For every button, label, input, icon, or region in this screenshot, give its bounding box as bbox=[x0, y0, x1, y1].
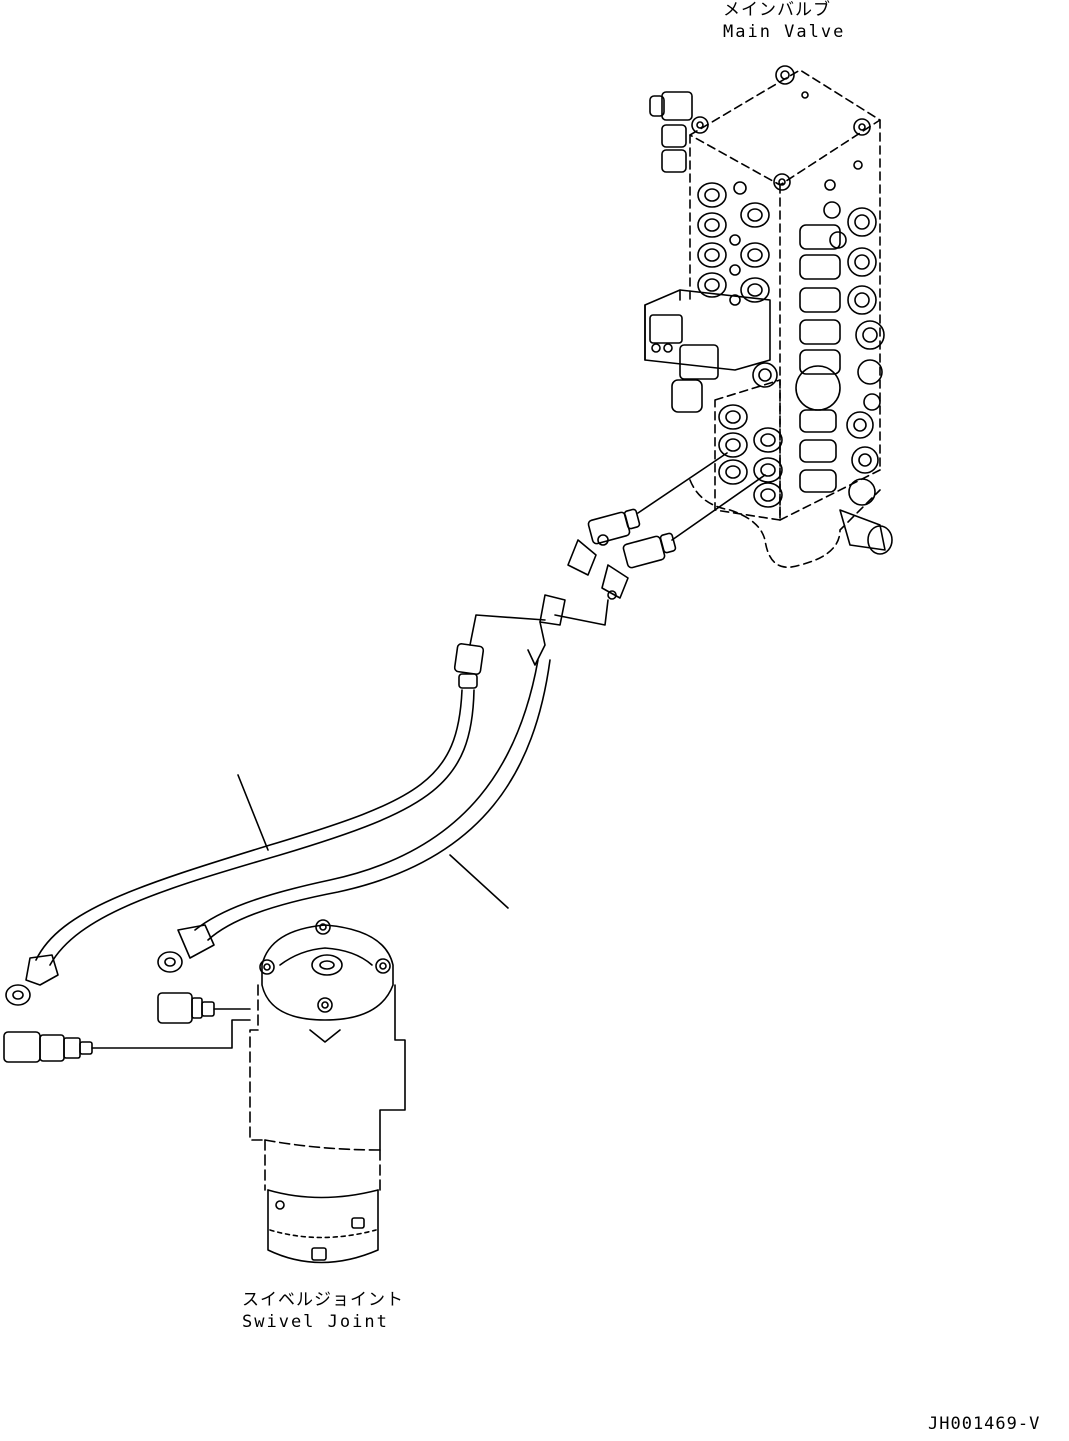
swivel-joint-label-jp: スイベルジョイント bbox=[242, 1290, 404, 1310]
sensor-lead-lower bbox=[672, 475, 765, 540]
main-valve-label-jp: メインバルブ bbox=[723, 0, 831, 20]
sensor-lead-upper bbox=[638, 453, 727, 513]
drawing-code: JH001469-V bbox=[928, 1414, 1041, 1434]
pressure-sensor-upper bbox=[568, 509, 640, 575]
main-valve-label-en: Main Valve bbox=[723, 22, 846, 42]
connector-upper bbox=[158, 993, 250, 1023]
connector-lower bbox=[4, 1020, 250, 1062]
pressure-sensor-lower bbox=[602, 533, 676, 599]
swivel-joint bbox=[250, 920, 405, 1263]
swivel-joint-label-en: Swivel Joint bbox=[242, 1312, 389, 1332]
main-valve bbox=[645, 66, 892, 567]
wiring-harness bbox=[6, 595, 608, 1005]
